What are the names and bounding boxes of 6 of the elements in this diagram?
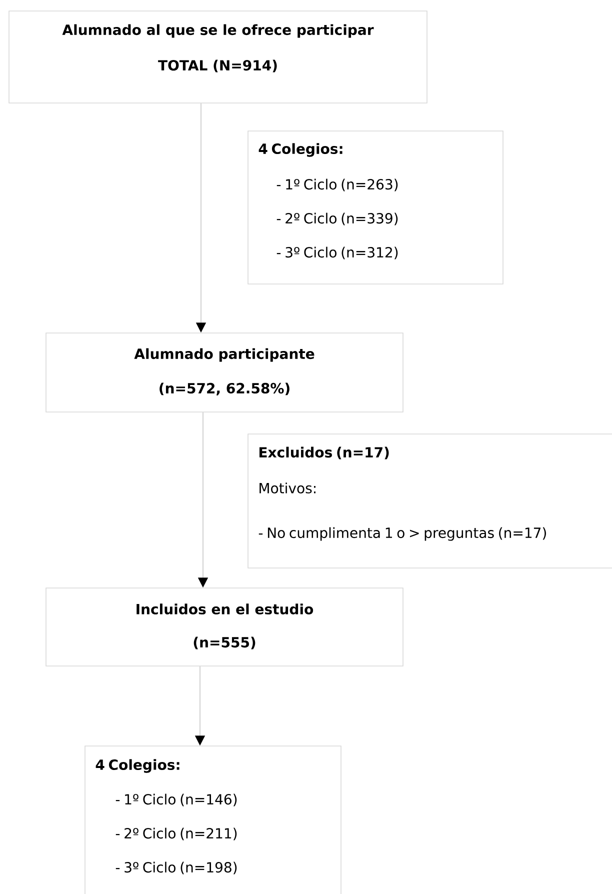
flow-box: Alumnado al que se le ofrece participar TOTAL (N=914) — [8, 10, 428, 104]
flow-box: Excluidos (n=17) Motivos: - No cumplimenta 1 o > preguntas (n=17) — [248, 434, 612, 568]
flow-box: Incluidos en el estudio (n=555) — [46, 588, 404, 666]
flow-box: 4 Colegios: - 1º Ciclo (n=146) - 2º Ciclo (n=211) - 3º Ciclo (n=198) — [84, 746, 342, 894]
flow-box: Alumnado participante (n=572, 62.58%) — [46, 332, 404, 412]
flow-box: 4 Colegios: - 1º Ciclo (n=263) - 2º Ciclo (n=339) - 3º Ciclo (n=312) — [248, 130, 504, 284]
